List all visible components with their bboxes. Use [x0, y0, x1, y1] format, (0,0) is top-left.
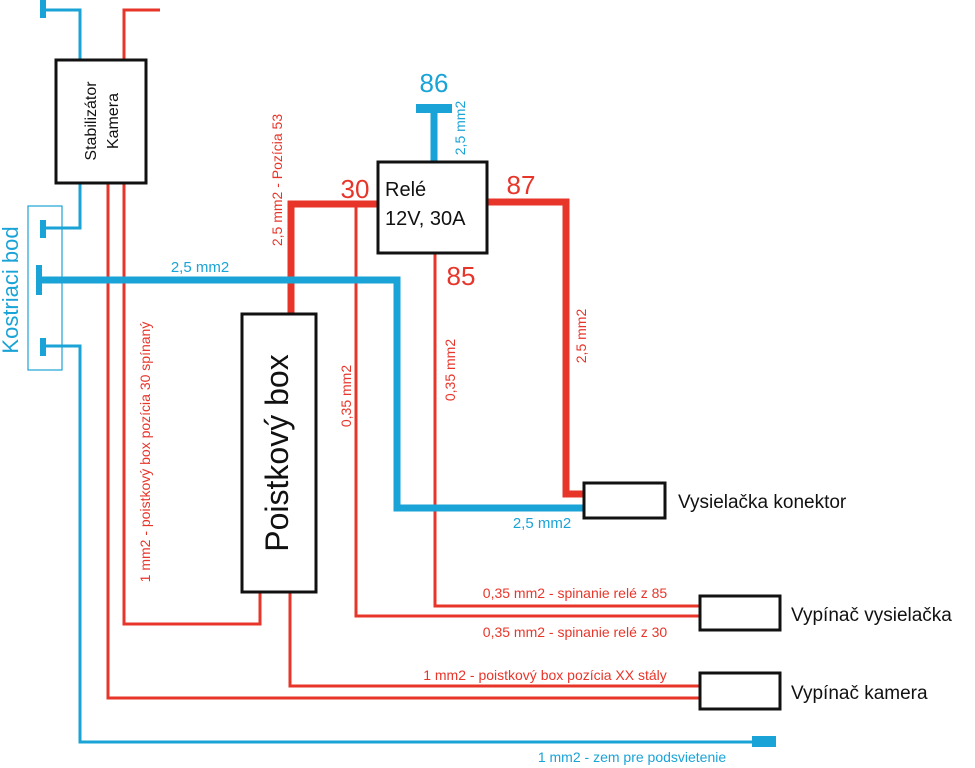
camera-switch-red-wire: [106, 183, 700, 700]
stabilizer-top-ground-cap: [40, 0, 46, 18]
main-ground-wire: [38, 276, 584, 512]
camera-switched-wire: [122, 183, 262, 626]
pin-87-label: 87: [507, 170, 536, 200]
fuse-xx-wire-label: 1 mm2 - poistkový box pozícia XX stály: [423, 667, 667, 683]
relay-box: [376, 160, 489, 255]
ground-light-wire-label: 1 mm2 - zem pre podsvietenie: [538, 749, 727, 765]
stabilizer-label-1: Stabilizátor: [83, 81, 100, 161]
camera-switch-label: Vypínač kamera: [791, 683, 928, 704]
pin-30-label: 30: [341, 174, 370, 204]
stabilizer-label-2: Kamera: [105, 93, 122, 149]
ground-main-wire-label: 2,5 mm2: [171, 259, 229, 276]
radio-switch-box: [698, 594, 782, 632]
stabilizer-top-red-wire: [122, 8, 160, 60]
stabilizer-box: [54, 58, 148, 185]
pin-86-label: 86: [420, 68, 449, 98]
ground-point-frame: [27, 205, 63, 371]
stabilizer-top-blue-wire: [44, 8, 82, 60]
relay-label-2: 12V, 30A: [385, 208, 466, 230]
camera-switched-wire-label: 1 mm2 - poistkový box pozícia 30 spínaný: [137, 322, 153, 583]
fuse-box-label: Poistkový box: [259, 354, 295, 551]
relay87-wire-label: 2,5 mm2: [573, 309, 589, 364]
switch30-wire-label: 0,35 mm2: [338, 365, 354, 427]
relay30-switch-wire-label: 0,35 mm2 - spinanie relé z 30: [483, 624, 668, 640]
light-ground-terminal: [752, 736, 776, 747]
radio-connector-box: [582, 481, 667, 520]
relay85-switch-wire: [433, 252, 700, 608]
relay86-ground-cap: [416, 104, 452, 113]
switch85-wire-label: 0,35 mm2: [442, 339, 458, 401]
ground-point-label: Kostriaci bod: [0, 226, 23, 353]
ground-connector-wire-label: 2,5 mm2: [513, 515, 571, 532]
fuse-to-relay-wire: [287, 200, 378, 314]
camera-switch-box: [698, 671, 782, 711]
ground-cap-2: [36, 265, 42, 295]
ground-cap-1: [40, 220, 46, 238]
relay85-switch-wire-label: 0,35 mm2 - spinanie relé z 85: [483, 585, 668, 601]
fuse-box: [240, 312, 318, 594]
radio-connector-label: Vysielačka konektor: [678, 492, 847, 513]
radio-switch-label: Vypínač vysielačka: [791, 605, 952, 626]
ground-cap-3: [40, 338, 46, 356]
stabilizer-ground-wire: [44, 183, 82, 230]
pin-85-label: 85: [447, 261, 476, 291]
relay87-connector-wire: [486, 198, 584, 498]
relay30-switch-wire: [354, 204, 700, 618]
fuse-xx-wire: [288, 592, 700, 688]
fuse-to-relay-wire-label: 2,5 mm2 - Pozícia 53: [269, 114, 285, 246]
relay-label-1: Relé: [385, 179, 426, 201]
relay86-wire-label: 2,5 mm2: [452, 101, 468, 156]
